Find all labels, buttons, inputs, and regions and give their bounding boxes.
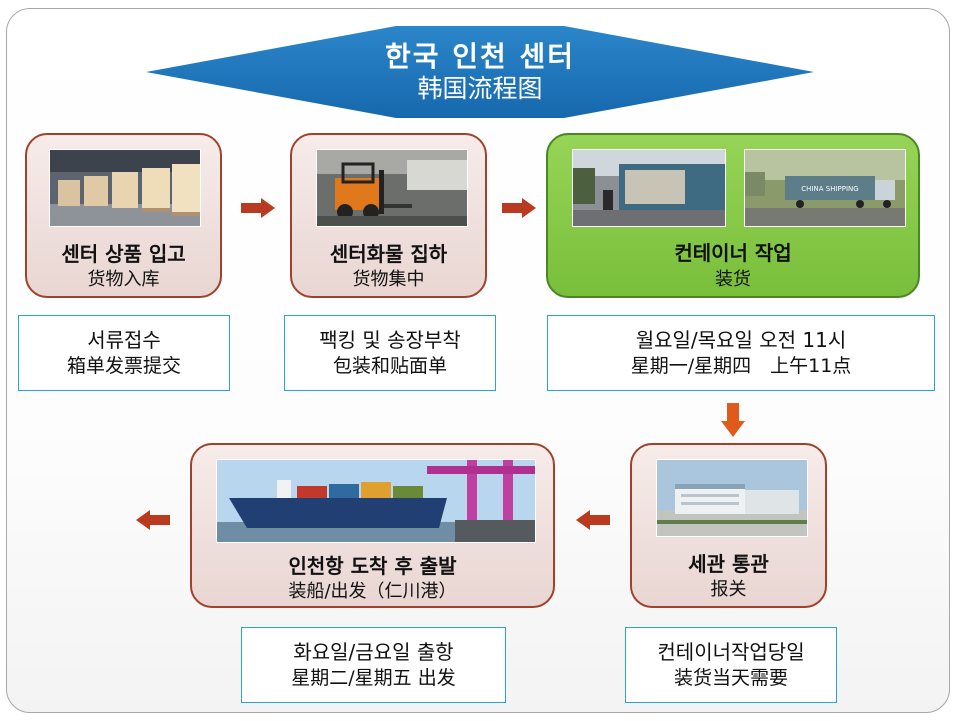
step-3-subtitle: 装货 [715,269,751,290]
note-3-line1: 월요일/목요일 오전 11시 [635,327,847,352]
note-loading-day-required: 컨테이너작업당일 装货当天需要 [625,627,837,703]
note-2-line1: 팩킹 및 송장부착 [319,327,461,352]
title-banner: 한국 인천 센터 韩国流程图 [146,24,814,120]
step-5-title: 인천항 도착 후 출발 [288,554,457,578]
note-1-line2: 箱单发票提交 [66,354,181,377]
right-arrow-icon [502,198,536,218]
note-document-submission: 서류접수 箱单发票提交 [18,315,230,391]
banner-title-korean: 한국 인천 센터 [384,39,576,73]
step-4-subtitle: 报关 [710,579,747,600]
right-arrow-icon [241,198,275,218]
note-5-line2: 星期二/星期五 出发 [291,666,456,689]
container-truck-photo: CHINA SHIPPING [744,149,906,227]
left-arrow-icon [136,510,170,530]
step-customs-clearance: 세관 통관 报关 [630,443,827,608]
banner-title-chinese: 韩国流程图 [417,73,543,103]
cargo-ship-photo [216,459,536,543]
warehouse-pallets-photo [49,149,201,227]
step-4-title: 세관 통관 [688,552,769,576]
note-4-line2: 装货当天需要 [673,666,788,689]
note-5-line1: 화요일/금요일 출항 [293,639,454,664]
note-3-line2: 星期一/星期四 上午11点 [630,354,852,377]
step-2-title: 센터화물 집하 [329,242,448,266]
note-4-line1: 컨테이너작업당일 [657,639,805,664]
note-departure-schedule: 화요일/금요일 출항 星期二/星期五 出发 [241,627,506,703]
step-3-title: 컨테이너 작업 [674,241,792,265]
container-label-text: CHINA SHIPPING [801,185,858,193]
step-cargo-consolidation: 센터화물 집하 货物集中 [290,133,487,298]
step-2-subtitle: 货物集中 [352,269,425,290]
left-arrow-icon [576,510,610,530]
step-5-subtitle: 装船/出发（仁川港） [288,581,457,602]
step-warehouse-inbound: 센터 상품 입고 货物入库 [25,133,222,298]
customs-building-photo [656,459,808,537]
banner-hexagon-shape [146,26,814,118]
container-loading-photo [572,149,726,227]
step-container-loading: CHINA SHIPPING 컨테이너 작업 装货 [546,133,920,298]
note-loading-schedule: 월요일/목요일 오전 11시 星期一/星期四 上午11点 [547,315,935,391]
note-2-line2: 包装和贴面单 [332,354,447,377]
step-port-departure: 인천항 도착 후 출발 装船/出发（仁川港） [190,443,555,608]
forklift-photo [316,149,468,227]
down-arrow-icon [721,403,745,437]
step-1-title: 센터 상품 입고 [61,242,186,266]
note-packing-labeling: 팩킹 및 송장부착 包装和贴面单 [284,315,496,391]
step-1-subtitle: 货物入库 [87,269,160,290]
note-1-line1: 서류접수 [87,327,161,352]
